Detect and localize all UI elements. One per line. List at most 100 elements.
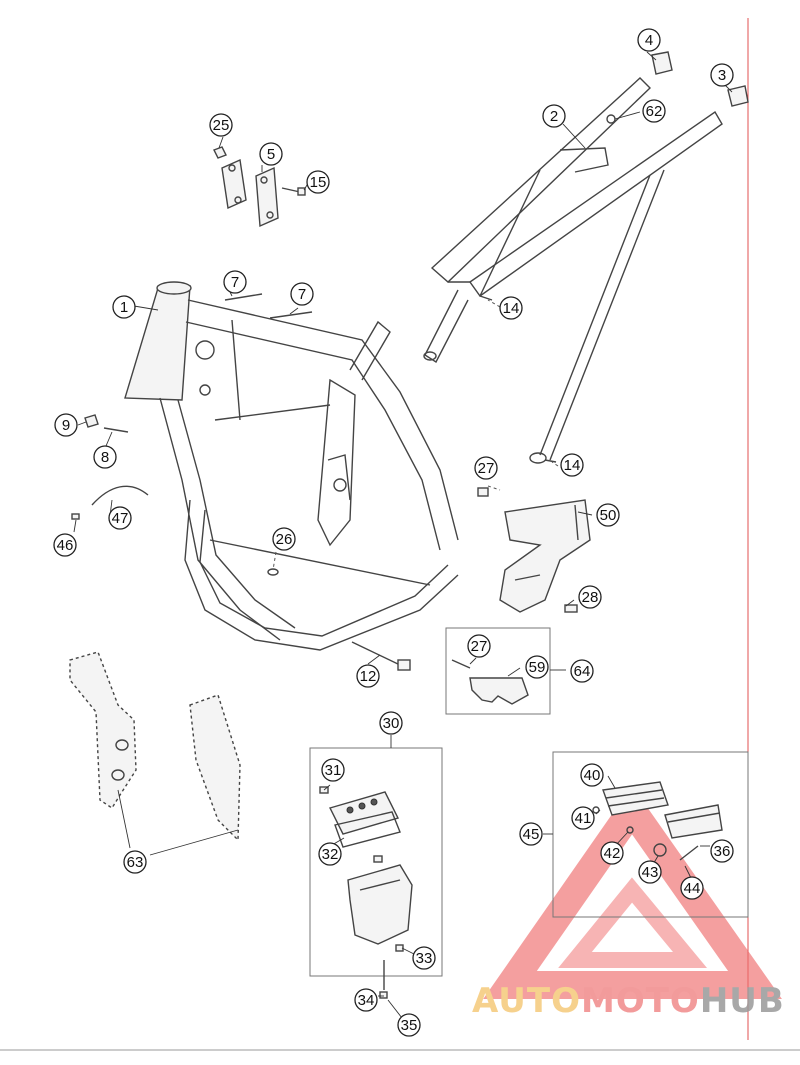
callout-label: 31 (325, 762, 342, 779)
callout-label: 8 (101, 449, 109, 466)
callout-c7b: 7 (290, 282, 314, 306)
callout-label: 7 (298, 286, 306, 303)
callout-circle (600, 841, 624, 865)
callout-label: 7 (231, 274, 239, 291)
callout-c1: 1 (112, 295, 136, 319)
box-64 (445, 627, 551, 715)
callout-label: 14 (564, 457, 581, 474)
callout-c9: 9 (54, 413, 78, 437)
callout-circle (53, 533, 77, 557)
callout-c4: 4 (637, 28, 661, 52)
callout-label: 50 (600, 507, 617, 524)
callout-circle (637, 28, 661, 52)
callout-c62: 62 (642, 99, 666, 123)
callout-circle (596, 503, 620, 527)
callout-label: 41 (575, 810, 592, 827)
callout-c28: 28 (578, 585, 602, 609)
box-45 (552, 751, 749, 918)
callout-label: 47 (112, 510, 129, 527)
callout-layer: 1234577891214141525262727283031323334353… (53, 28, 734, 1037)
callout-label: 5 (267, 146, 275, 163)
callout-circle (397, 1013, 421, 1037)
callout-c46: 46 (53, 533, 77, 557)
callout-c31: 31 (321, 758, 345, 782)
callout-circle (542, 104, 566, 128)
callout-label: 27 (471, 638, 488, 655)
callout-circle (580, 763, 604, 787)
callout-label: 64 (574, 663, 591, 680)
watermark-logo: AUTOMOTOHUB (472, 785, 785, 1021)
callout-circle (638, 860, 662, 884)
callout-circle (519, 822, 543, 846)
callout-circle (560, 453, 584, 477)
callout-c30: 30 (379, 711, 403, 735)
callout-c33: 33 (412, 946, 436, 970)
callout-circle (525, 655, 549, 679)
leader-lines (73, 51, 733, 1019)
callout-c27b: 27 (467, 634, 491, 658)
callout-circle (412, 946, 436, 970)
chain-slider (451, 659, 529, 705)
callout-circle (499, 296, 523, 320)
callout-label: 30 (383, 715, 400, 732)
callout-label: 46 (57, 537, 74, 554)
callout-circle (467, 634, 491, 658)
callout-label: 45 (523, 826, 540, 843)
callout-c35: 35 (397, 1013, 421, 1037)
callout-label: 43 (642, 864, 659, 881)
callout-circle (710, 839, 734, 863)
callout-c15: 15 (306, 170, 330, 194)
callout-label: 33 (416, 950, 433, 967)
callout-c50: 50 (596, 503, 620, 527)
callout-circle (123, 850, 147, 874)
callout-circle (306, 170, 330, 194)
callout-label: 35 (401, 1017, 418, 1034)
callout-c34: 34 (354, 988, 378, 1012)
callout-c14a: 14 (499, 296, 523, 320)
callout-circle (710, 63, 734, 87)
main-frame (124, 281, 459, 651)
callout-label: 2 (550, 108, 558, 125)
callout-c40: 40 (580, 763, 604, 787)
callout-c42: 42 (600, 841, 624, 865)
callout-c2: 2 (542, 104, 566, 128)
callout-c36: 36 (710, 839, 734, 863)
callout-circle (259, 142, 283, 166)
callout-label: 44 (684, 880, 701, 897)
callout-circle (680, 876, 704, 900)
watermark-moto: MOTO (581, 981, 700, 1021)
callout-circle (209, 113, 233, 137)
callout-label: 27 (478, 460, 495, 477)
callout-circle (112, 295, 136, 319)
chain-guide (477, 487, 591, 613)
callout-label: 42 (604, 845, 621, 862)
callout-circle (571, 806, 595, 830)
callout-label: 1 (120, 299, 128, 316)
callout-c44: 44 (680, 876, 704, 900)
callout-circle (578, 585, 602, 609)
callout-label: 62 (646, 103, 663, 120)
callout-c26: 26 (272, 527, 296, 551)
callout-circle (642, 99, 666, 123)
watermark-hub: HUB (700, 981, 785, 1021)
callout-label: 14 (503, 300, 520, 317)
callout-c25: 25 (209, 113, 233, 137)
callout-circle (108, 506, 132, 530)
watermark-text: AUTOMOTOHUB (472, 981, 785, 1021)
callout-c3: 3 (710, 63, 734, 87)
callout-label: 26 (276, 531, 293, 548)
watermark-inner-triangle (558, 877, 708, 968)
callout-circle (474, 456, 498, 480)
callout-c7a: 7 (223, 270, 247, 294)
callout-label: 40 (584, 767, 601, 784)
callout-c12: 12 (356, 664, 380, 688)
callout-label: 28 (582, 589, 599, 606)
watermark-auto: AUTO (472, 981, 581, 1021)
footpegs (592, 781, 723, 861)
callout-circle (93, 445, 117, 469)
callout-circle (223, 270, 247, 294)
callout-c27a: 27 (474, 456, 498, 480)
callout-circle (321, 758, 345, 782)
callout-label: 59 (529, 659, 546, 676)
callout-c41: 41 (571, 806, 595, 830)
